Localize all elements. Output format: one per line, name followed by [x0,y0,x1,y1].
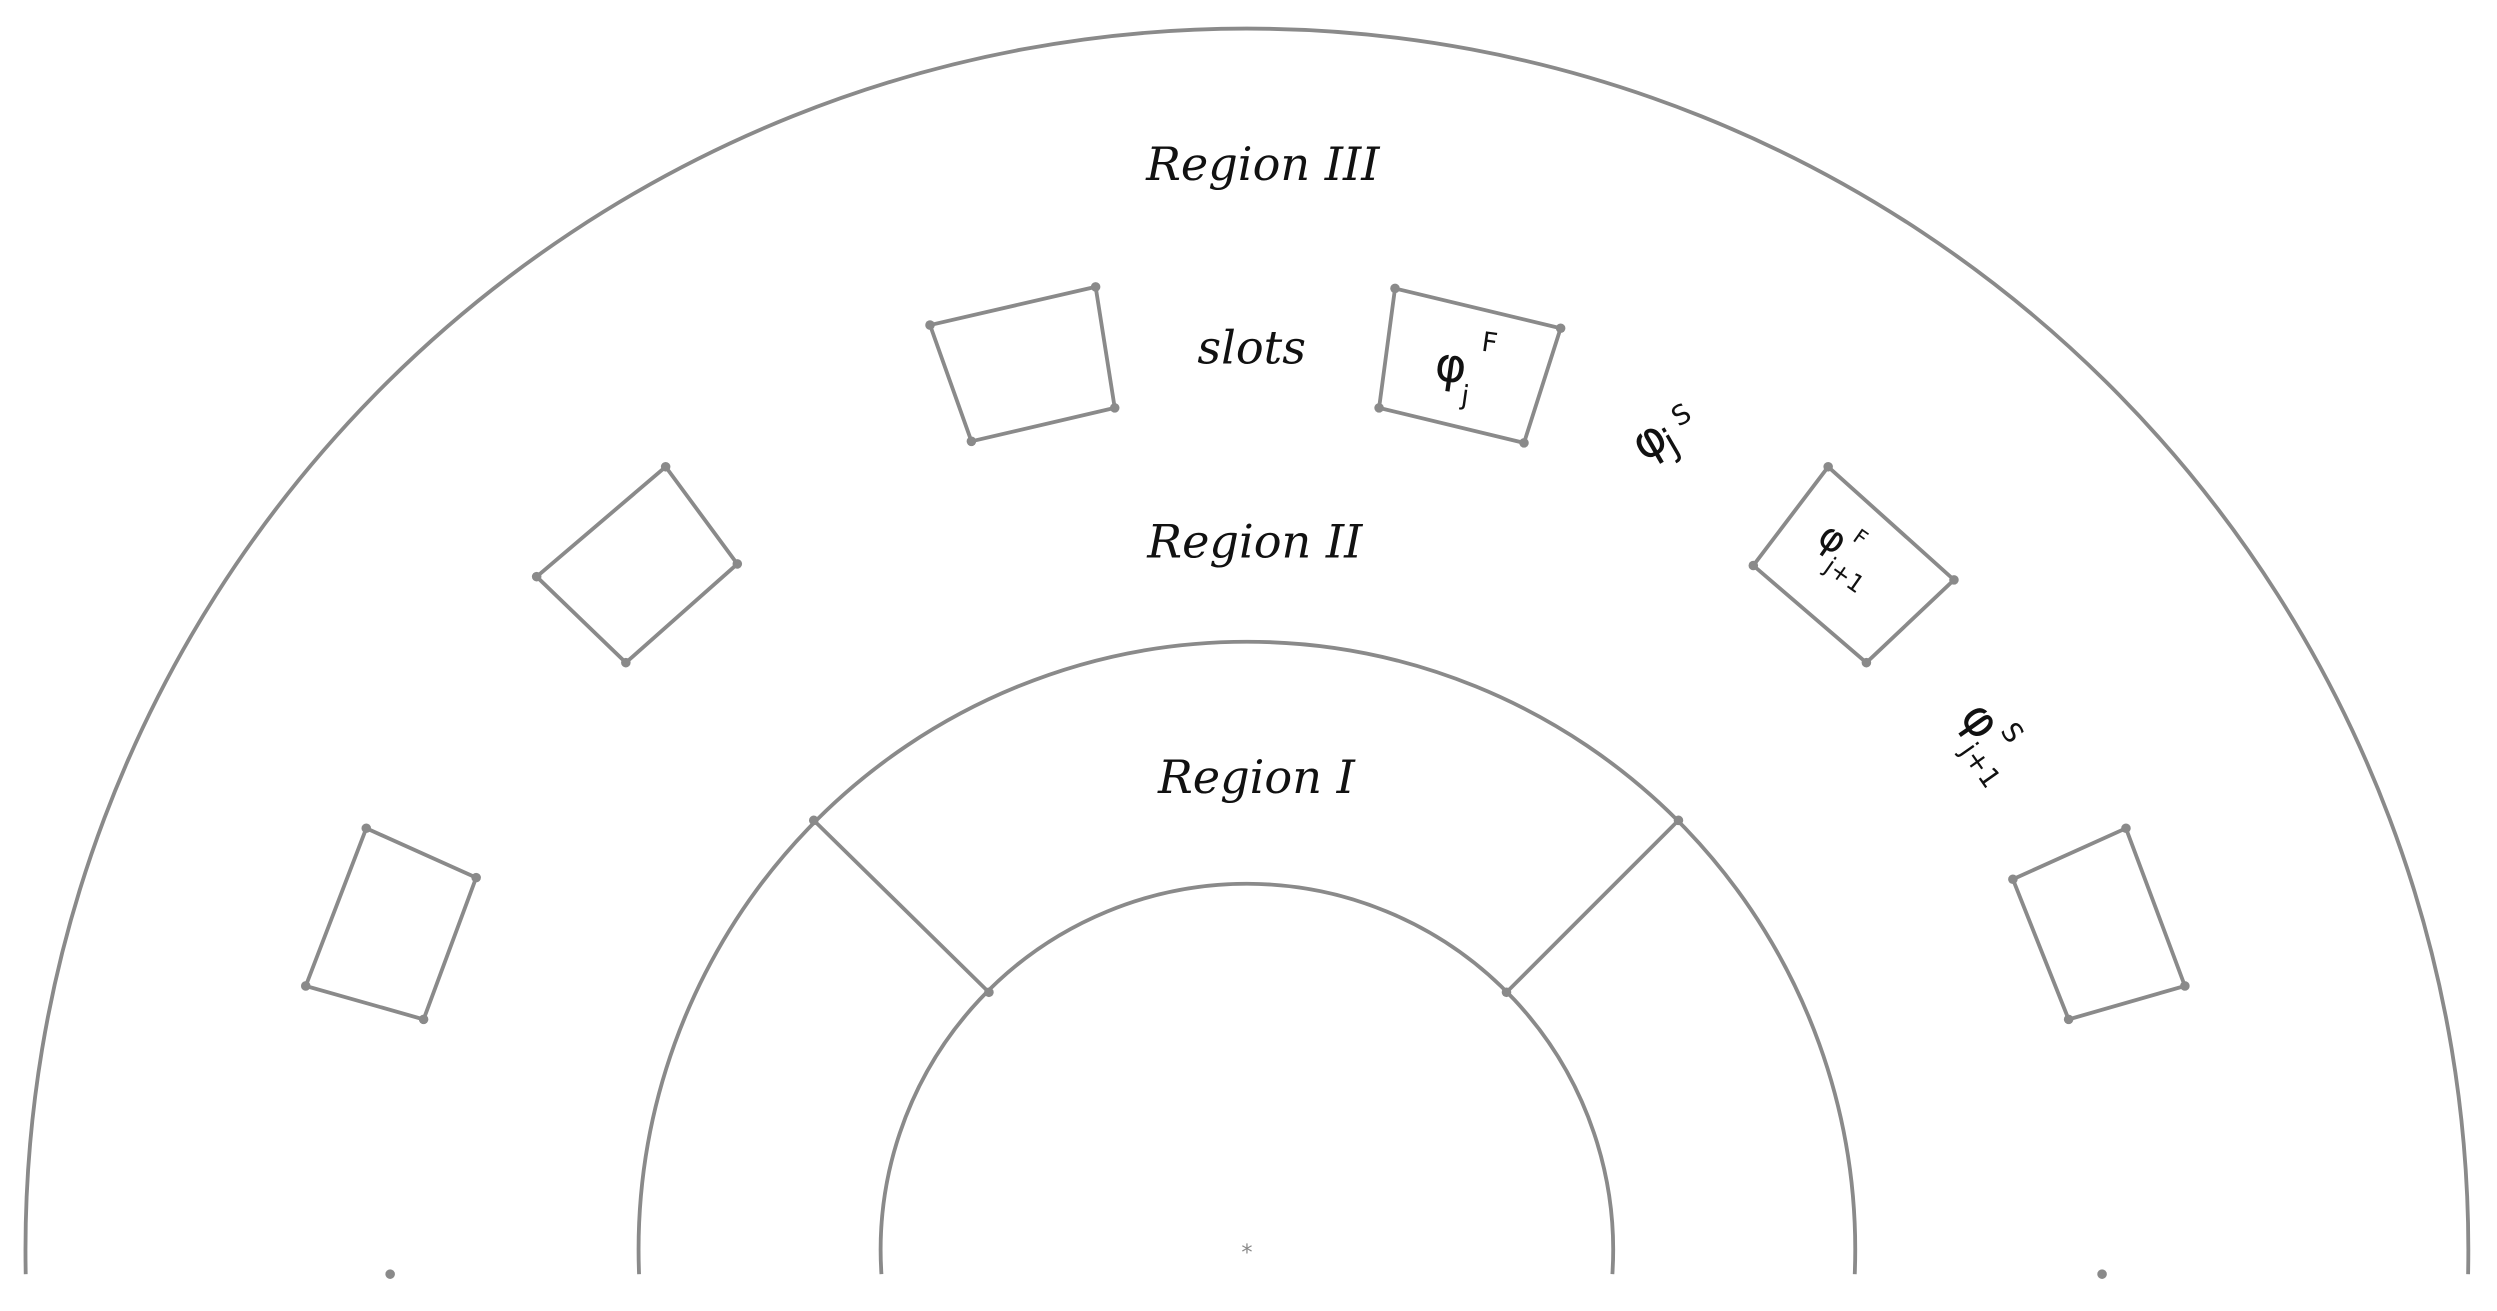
phi-j1-S-symbol: φ j+1 S [1949,692,2029,794]
svg-text:φ: φ [1432,337,1471,396]
phi-j1-F-symbol: φ j+1 F [1810,514,1873,599]
phi-j-F-symbol: φ j F [1432,327,1500,412]
region-2-label: Region II [1146,515,1363,569]
inner-boundary-arc [878,881,1616,1275]
svg-text:F: F [1480,327,1500,360]
svg-text:j+1: j+1 [1953,737,2006,794]
slots-label: slots [1197,320,1306,374]
slot [533,464,740,666]
region-1-left-divider [812,818,991,994]
region-1-label: Region I [1157,750,1356,804]
slot [303,825,479,1022]
center-mark: * [1241,1240,1252,1266]
slots [300,282,2190,1025]
region-1-right-divider [1505,818,1680,994]
outer-boundary-arc [23,26,2471,1275]
slot [927,284,1117,444]
slot [1376,286,1564,446]
vertex-points [385,815,2107,1279]
phi-j-S-symbol: φ j S [1622,398,1697,473]
svg-text:S: S [1666,398,1696,433]
region-2-boundary-arc [636,639,1858,1275]
svg-text:j: j [1458,380,1471,412]
region-3-label: Region III [1145,137,1380,191]
slot [2010,825,2188,1022]
